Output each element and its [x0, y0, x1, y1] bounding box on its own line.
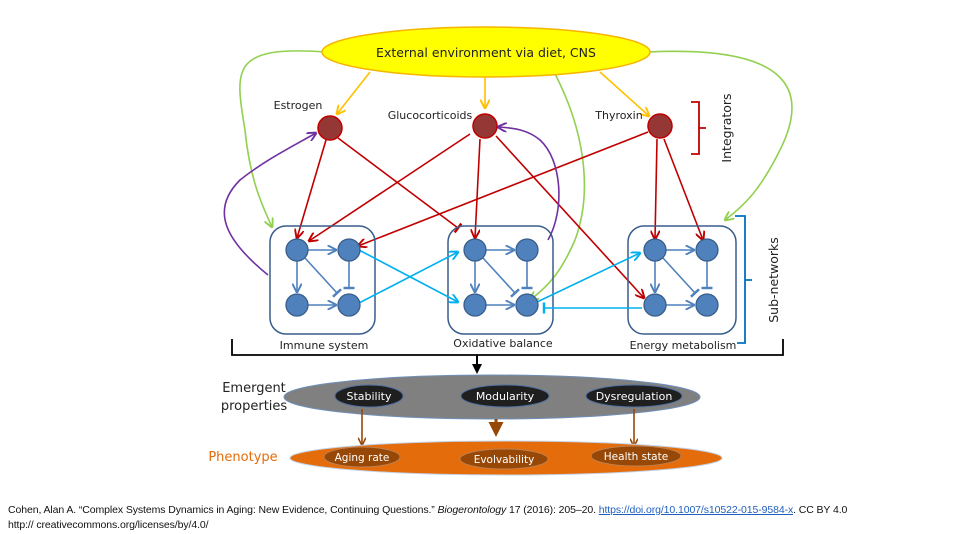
energy-label: Energy metabolism [630, 339, 737, 352]
immune-node-3 [285, 293, 309, 317]
citation-caption: Cohen, Alan A. “Complex Systems Dynamics… [8, 503, 847, 533]
immune-label: Immune system [280, 339, 369, 352]
emergent-stability: Stability [334, 384, 404, 408]
emergent-to-phenotype-arrows [362, 409, 634, 445]
citation-volume: 17 (2016): 205–20. [506, 504, 599, 516]
environment-node: External environment via diet, CNS [321, 26, 651, 78]
phenotype-evolvability: Evolvability [459, 448, 549, 470]
oxidative-node-2 [515, 238, 539, 262]
environment-label: External environment via diet, CNS [376, 45, 596, 60]
subnetwork-oxidative [447, 225, 554, 335]
subnetworks-label: Sub-networks [766, 237, 781, 323]
environment-to-integrator-arrows [337, 71, 649, 116]
emergent-dysregulation: Dysregulation [585, 384, 683, 408]
subnetwork-nodes [285, 238, 719, 317]
aging-systems-diagram: External environment via diet, CNS [208, 26, 793, 476]
oxidative-node-1 [463, 238, 487, 262]
integrator-arrows [297, 131, 703, 298]
energy-node-1 [643, 238, 667, 262]
svg-text:Modularity: Modularity [476, 390, 535, 403]
emergent-label-2: properties [221, 399, 288, 414]
internal-edges [297, 250, 713, 305]
glucocorticoids-label: Glucocorticoids [388, 109, 473, 122]
green-arrow-energy [646, 50, 793, 220]
phenotype-aging-rate: Aging rate [323, 446, 401, 468]
integrator-thyroxin: Thyroxin [594, 109, 673, 139]
citation-author-title: Cohen, Alan A. “Complex Systems Dynamics… [8, 504, 438, 516]
cross-network-arrows [358, 249, 642, 314]
thyroxin-label: Thyroxin [594, 109, 642, 122]
oxidative-node-4 [515, 293, 539, 317]
emergent-properties-layer: Emergent properties Stability Modularity… [221, 374, 701, 420]
energy-internal-edge [662, 257, 700, 298]
green-arrow-oxidative [530, 69, 586, 300]
feedback-arrows [223, 127, 560, 276]
immune-internal-edge [304, 257, 342, 298]
subnetwork-immune [269, 225, 376, 335]
citation-line-1: Cohen, Alan A. “Complex Systems Dynamics… [8, 503, 847, 518]
citation-journal: Biogerontology [437, 504, 507, 516]
oxidative-label: Oxidative balance [453, 337, 553, 350]
emergent-label-1: Emergent [222, 381, 286, 396]
energy-node-2 [695, 238, 719, 262]
svg-text:Stability: Stability [346, 390, 392, 403]
svg-text:Evolvability: Evolvability [474, 454, 535, 466]
integrators-label: Integrators [719, 93, 734, 162]
license-text: . CC BY 4.0 [793, 504, 848, 516]
svg-text:Dysregulation: Dysregulation [596, 390, 673, 403]
environment-direct-arrows [239, 50, 793, 300]
immune-node-4 [337, 293, 361, 317]
green-arrow-immune [239, 50, 326, 227]
phenotype-layer: Phenotype Aging rate Evolvability Health… [208, 440, 723, 476]
emergent-modularity: Modularity [460, 384, 550, 408]
integrator-glucocorticoids: Glucocorticoids [388, 109, 498, 139]
subnetwork-energy [627, 225, 737, 335]
integrators-bracket [691, 101, 706, 155]
subnetworks-bracket [735, 215, 752, 344]
oxidative-node-3 [463, 293, 487, 317]
subnetworks-merge-bracket [231, 339, 784, 356]
doi-link[interactable]: https://doi.org/10.1007/s10522-015-9584-… [598, 504, 794, 516]
phenotype-health-state: Health state [590, 445, 682, 467]
phenotype-label: Phenotype [208, 450, 277, 465]
license-url: http:// creativecommons.org/licenses/by/… [8, 519, 209, 531]
svg-text:Aging rate: Aging rate [335, 452, 390, 464]
integrator-nodes: Estrogen Glucocorticoids Thyroxin [274, 99, 673, 141]
integrator-estrogen: Estrogen [274, 99, 343, 141]
oxidative-internal-edge [482, 257, 520, 298]
energy-node-3 [643, 293, 667, 317]
immune-node-1 [285, 238, 309, 262]
svg-text:Health state: Health state [604, 451, 668, 463]
energy-node-4 [695, 293, 719, 317]
immune-node-2 [337, 238, 361, 262]
estrogen-label: Estrogen [274, 99, 323, 112]
